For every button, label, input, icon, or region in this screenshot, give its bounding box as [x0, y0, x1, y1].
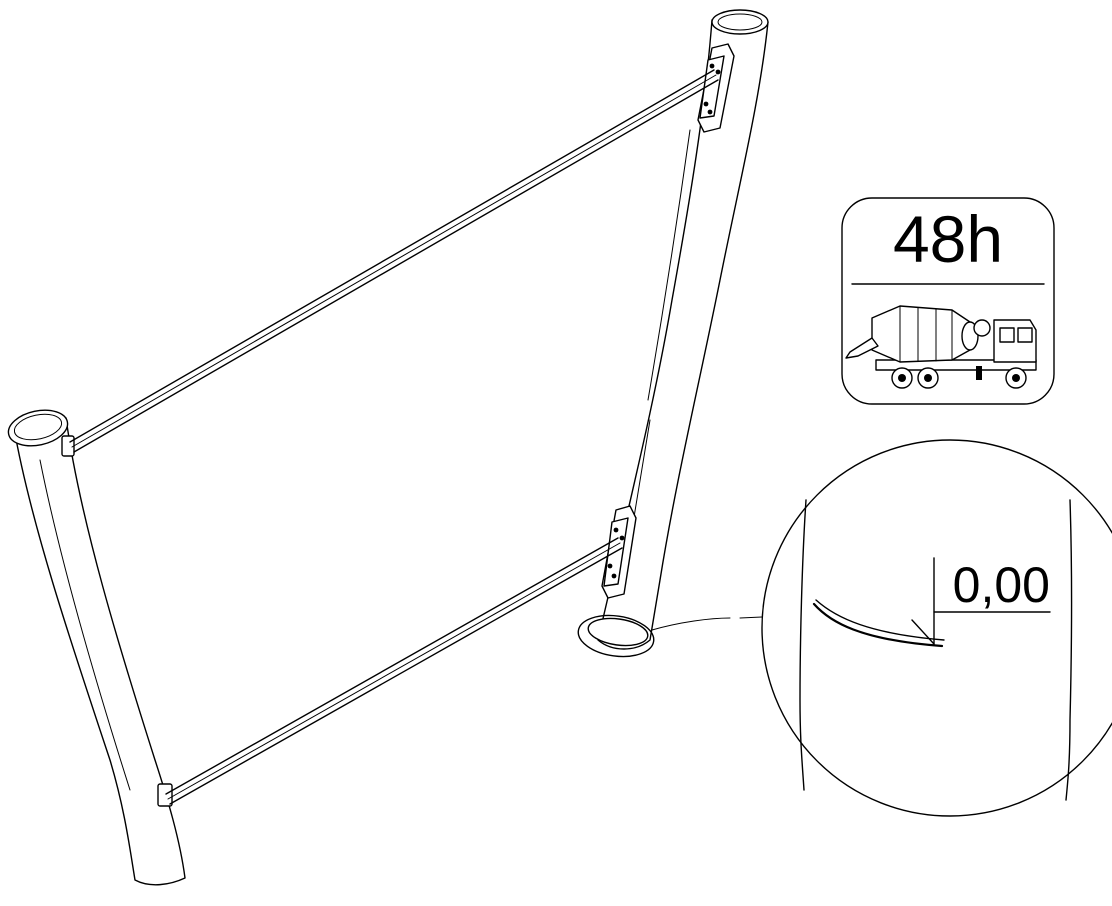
- right-post: [577, 9, 769, 658]
- cure-time-label: 48h: [893, 202, 1003, 276]
- left-post: [7, 409, 186, 886]
- lower-rail: [165, 537, 623, 805]
- upper-rail: [69, 69, 719, 453]
- level-detail-callout: 0,00: [651, 439, 1112, 817]
- upper-bracket: [697, 43, 735, 133]
- concrete-mixer-truck-icon: [845, 305, 1037, 389]
- ground-level-marker-icon: [911, 557, 1051, 645]
- cure-time-badge: 48h: [841, 197, 1055, 405]
- level-label: 0,00: [953, 557, 1050, 613]
